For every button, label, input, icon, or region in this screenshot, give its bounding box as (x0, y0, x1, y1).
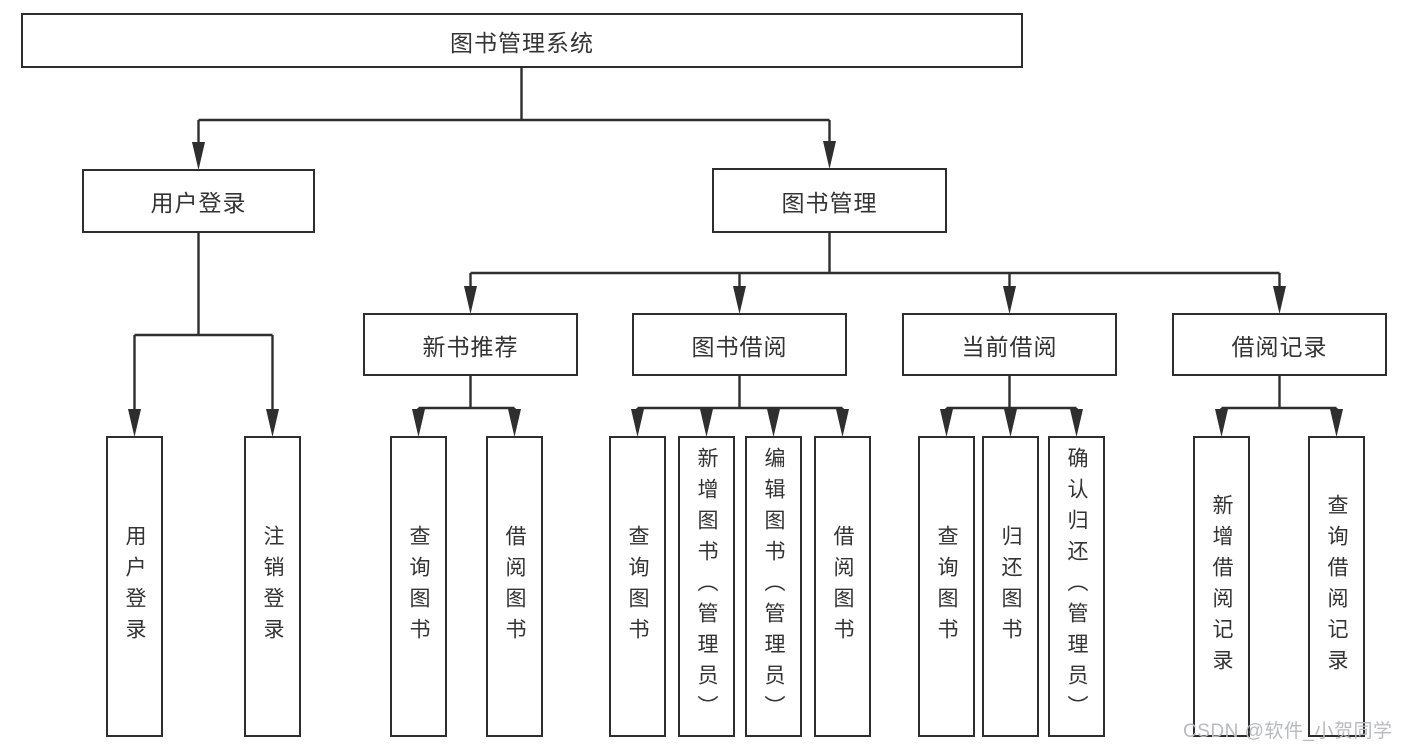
node-label: 新增借阅记录 (1210, 493, 1233, 680)
node-borrow-records: 借阅记录 (1172, 313, 1387, 376)
node-label: 当前借阅 (961, 333, 1058, 360)
node-label: 图书管理 (781, 189, 878, 216)
node-label: 查询图书 (935, 524, 958, 649)
node-label: 归还图书 (999, 524, 1022, 649)
leaf-borrow-add-books-admin: 新增图书（管理员） (678, 436, 735, 737)
leaf-records-query-borrow-record: 查询借阅记录 (1308, 436, 1365, 737)
leaf-borrow-edit-books-admin: 编辑图书（管理员） (745, 436, 802, 737)
node-label: 图书管理系统 (450, 29, 594, 56)
node-label: 借阅图书 (503, 524, 526, 649)
node-label: 借阅记录 (1231, 333, 1328, 360)
leaf-current-return-books: 归还图书 (982, 436, 1039, 737)
leaf-records-add-borrow-record: 新增借阅记录 (1193, 436, 1250, 737)
leaf-recommend-borrow-books: 借阅图书 (486, 436, 543, 737)
node-book-borrow: 图书借阅 (632, 313, 847, 376)
node-new-book-recommend: 新书推荐 (363, 313, 578, 376)
watermark: CSDN @软件_小贺同学 (1183, 721, 1393, 742)
node-label: 用户登录 (123, 524, 146, 649)
node-label: 用户登录 (150, 190, 247, 216)
leaf-borrow-query-books: 查询图书 (609, 436, 666, 737)
leaf-current-confirm-return-admin: 确认归还（管理员） (1048, 436, 1105, 737)
node-label: 图书借阅 (691, 333, 788, 360)
node-label: 编辑图书（管理员） (762, 447, 785, 726)
node-current-borrow: 当前借阅 (902, 313, 1117, 376)
leaf-current-query-books: 查询图书 (918, 436, 975, 737)
leaf-user-login: 用户登录 (106, 436, 163, 737)
leaf-recommend-query-books: 查询图书 (390, 436, 447, 737)
node-user-login: 用户登录 (82, 169, 315, 233)
node-label: 查询图书 (626, 524, 649, 649)
leaf-logout: 注销登录 (244, 436, 301, 737)
node-book-management: 图书管理 (712, 168, 947, 233)
node-label: 借阅图书 (831, 524, 854, 649)
node-label: 确认归还（管理员） (1065, 447, 1088, 726)
node-label: 查询图书 (407, 524, 430, 649)
node-label: 注销登录 (261, 524, 284, 649)
leaf-borrow-borrow-books: 借阅图书 (814, 436, 871, 737)
node-label: 新增图书（管理员） (695, 447, 718, 726)
node-label: 新书推荐 (422, 333, 519, 360)
node-label: 查询借阅记录 (1325, 493, 1348, 680)
node-root: 图书管理系统 (21, 13, 1023, 68)
